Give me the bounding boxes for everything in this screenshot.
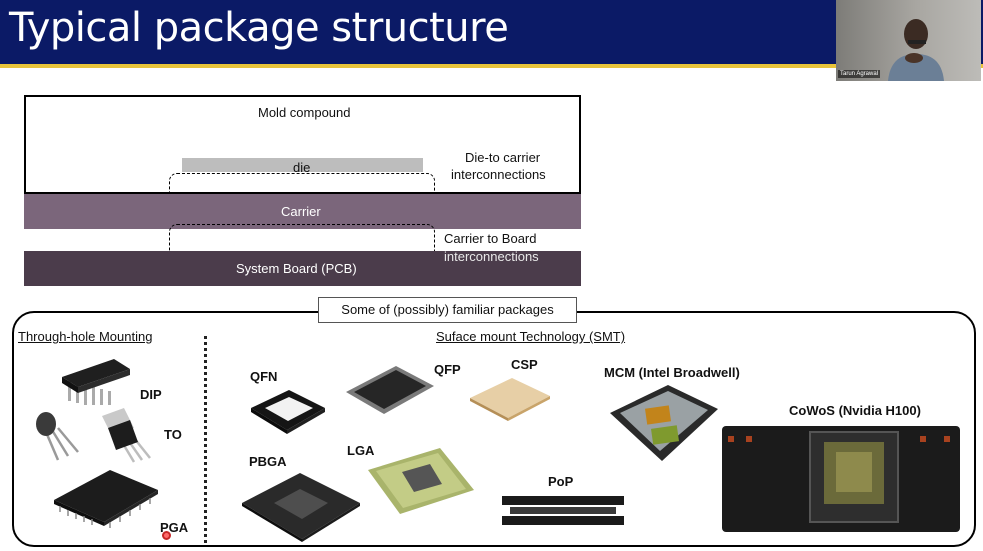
pop-label: PoP [548,474,574,489]
carrier-to-board-label-line2: interconnections [444,249,539,264]
system-board-label: System Board (PCB) [236,261,357,276]
webcam-video-tile[interactable]: Tarun Agrawal [836,0,981,81]
lga-chip-icon [368,448,474,514]
cowos-board-icon [722,426,960,532]
lga-label: LGA [347,443,375,458]
csp-chip-icon [470,378,550,421]
through-hole-heading: Through-hole Mounting [18,329,153,344]
participant-name: Tarun Agrawal [838,70,881,78]
title-underline [0,64,983,68]
qfn-chip-icon [251,390,325,434]
qfp-label: QFP [434,362,461,377]
system-board-layer [24,251,581,286]
csp-label: CSP [511,357,538,372]
participant-silhouette-icon [888,19,944,81]
slide-title-bar: Typical package structure [0,0,983,64]
section-divider [204,336,207,543]
pbga-chip-icon [242,473,360,542]
carrier-label: Carrier [281,204,321,219]
mold-compound-layer [24,95,581,194]
mcm-label: MCM (Intel Broadwell) [604,365,740,380]
pga-chip-icon [54,470,158,528]
die-label: die [293,160,311,175]
packages-callout: Some of (possibly) familiar packages [318,297,577,323]
pbga-label: PBGA [249,454,287,469]
mcm-chip-icon [610,385,718,461]
qfn-label: QFN [250,369,278,384]
smt-heading: Suface mount Technology (SMT) [436,329,626,344]
qfp-chip-icon [346,366,434,414]
die-to-carrier-label-line2: interconnections [451,167,546,182]
slide-title: Typical package structure [9,5,509,51]
dip-label: DIP [140,387,162,402]
dip-chip-icon [62,359,130,405]
to-transistor-icon [36,408,151,463]
carrier-to-board-label-line1: Carrier to Board [444,231,537,246]
pop-stack-icon [502,496,624,525]
mold-compound-label: Mold compound [258,105,351,120]
presenter-pointer-icon [162,531,171,540]
to-label: TO [164,427,182,442]
cowos-label: CoWoS (Nvidia H100) [789,403,921,418]
die-to-carrier-label-line1: Die-to carrier [465,150,541,165]
die-layer [182,158,423,172]
carrier-layer [24,194,581,229]
